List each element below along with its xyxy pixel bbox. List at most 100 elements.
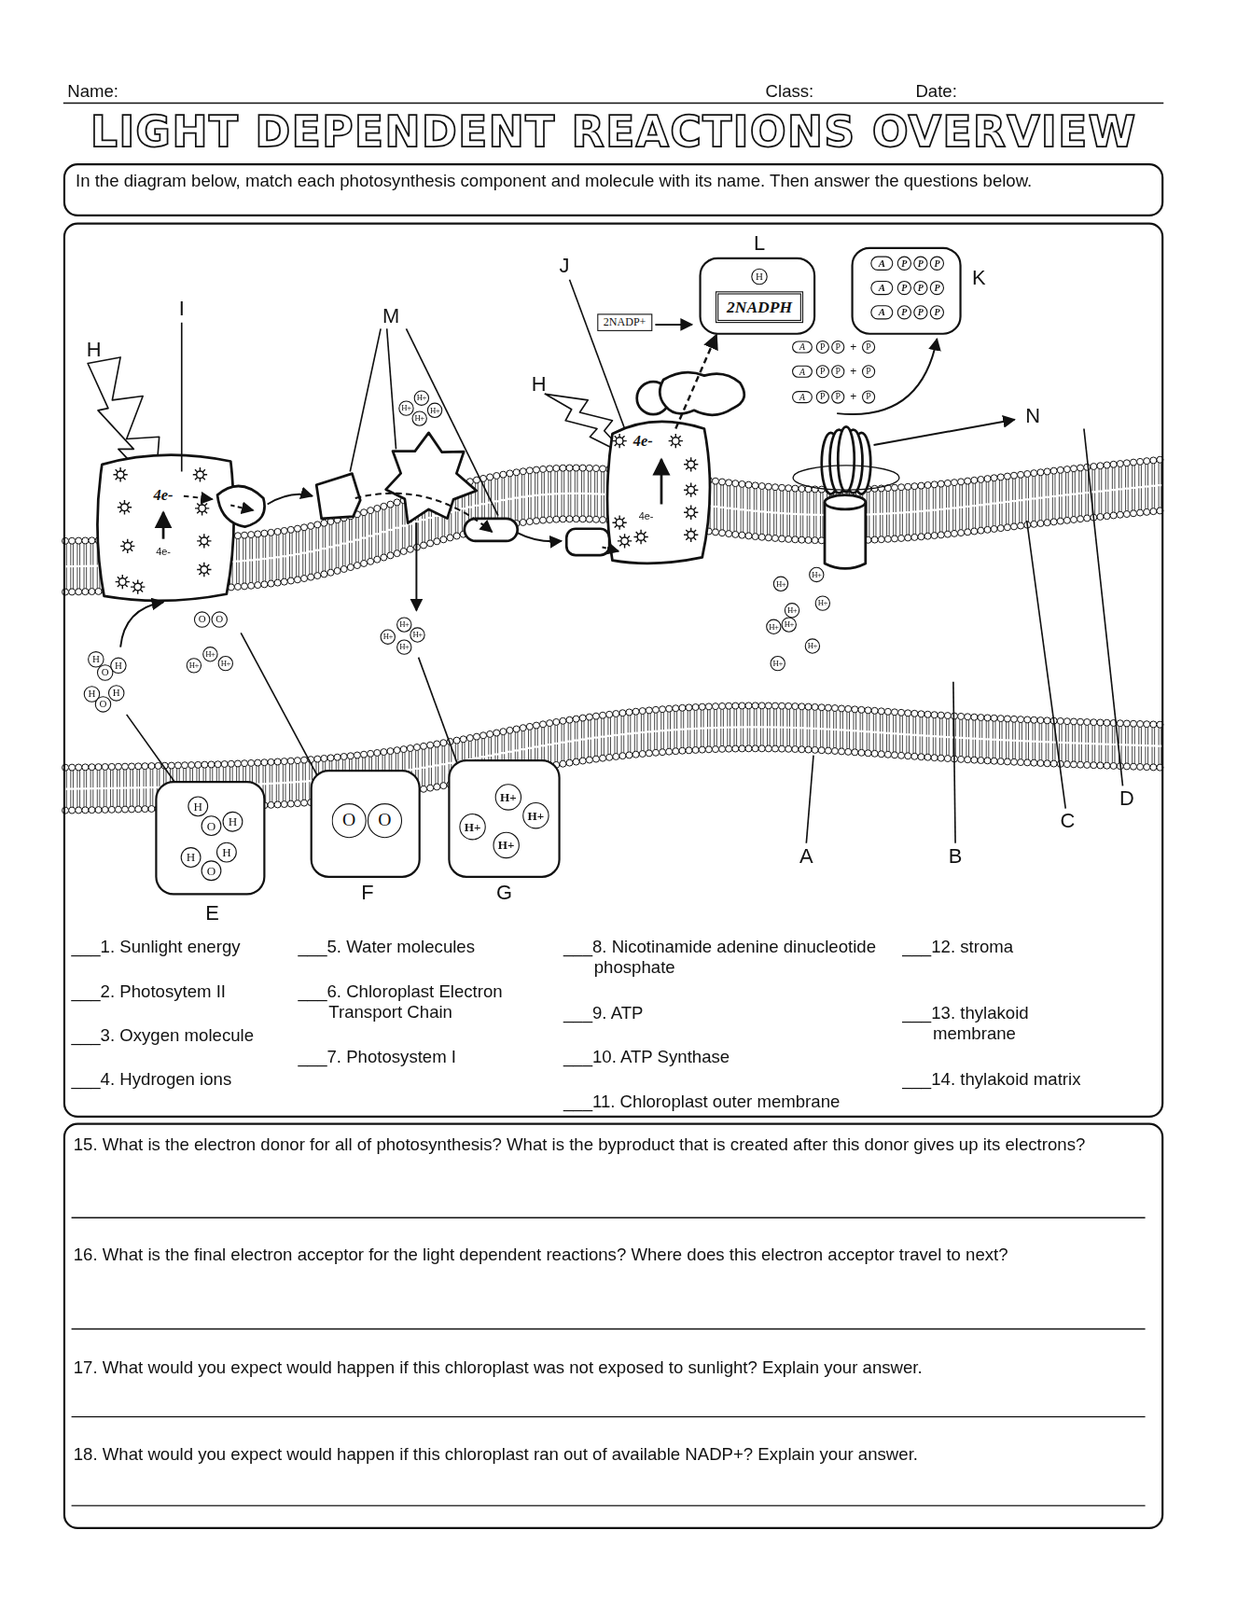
question-text: 18. What would you expect would happen i… [73, 1444, 1154, 1465]
lipid-head [248, 759, 255, 766]
lipid-head [831, 705, 838, 712]
lipid-head [764, 702, 772, 709]
leader-lines [1027, 520, 1067, 809]
match-item: ___9. ATP [563, 1003, 880, 1025]
lipid-head [1097, 762, 1104, 769]
lipid-head [69, 764, 76, 771]
lipid-head [101, 806, 109, 813]
phosphate-label: A [792, 390, 813, 404]
lipid-head [911, 533, 918, 541]
title: LIGHT DEPENDENT REACTIONS OVERVIEW [90, 107, 1138, 159]
lipid-head [254, 530, 262, 538]
lipid-head [254, 582, 262, 589]
lipid-head [645, 707, 653, 714]
lipid-head [361, 509, 368, 516]
lipid-head [1070, 761, 1077, 768]
lipid-head [274, 758, 281, 765]
hydrogen-ion: H+ [398, 400, 414, 416]
lipid-head [1063, 516, 1071, 524]
lipid-head [506, 726, 514, 734]
lipid-head [1137, 720, 1144, 727]
lipid-head [361, 559, 368, 567]
callout-letter: B [948, 843, 963, 868]
lipid-head [719, 529, 726, 537]
lipid-head [984, 526, 991, 533]
lipid-head [758, 533, 765, 541]
lipid-head [971, 528, 978, 535]
chlorophyll-center [198, 504, 207, 513]
lipid-head [261, 759, 268, 766]
lipid-head [639, 708, 646, 715]
lipid-head [406, 545, 414, 553]
phosphate-label: P [831, 340, 845, 354]
lipid-head [764, 483, 772, 490]
lipid-head [898, 484, 905, 491]
lipid-head [711, 703, 719, 710]
lipid-head [1030, 716, 1038, 723]
hydrogen-ion: H+ [458, 813, 486, 840]
lipid-head [751, 533, 759, 541]
lipid-head [1110, 762, 1117, 769]
lipid-head [1097, 513, 1104, 520]
lipid-head [890, 708, 898, 716]
lipid-head [958, 529, 965, 537]
chlorophyll-center [687, 460, 695, 469]
lipid-head [532, 466, 540, 473]
lipid-head [666, 748, 673, 755]
lipid-head [898, 751, 905, 759]
chlorophyll-center [687, 508, 695, 516]
lipid-head [274, 801, 281, 808]
chlorophyll-center [621, 537, 629, 545]
hydrogen-ion: H+ [396, 616, 412, 632]
lipid-head [301, 799, 308, 807]
lipid-head [314, 521, 321, 529]
lipid-head [964, 477, 972, 485]
header-field: Name: [67, 82, 119, 103]
lipid-head [719, 478, 726, 486]
match-item: ___14. thylakoid matrix [902, 1070, 1158, 1091]
lipid-head [1110, 512, 1117, 519]
phosphate-label: P [897, 256, 912, 271]
lipid-head [745, 532, 752, 540]
lipid-head [194, 761, 202, 768]
lipid-head [1123, 511, 1130, 518]
lipid-head [440, 536, 447, 543]
lipid-head [248, 531, 255, 539]
lipid-head [367, 557, 375, 565]
lipid-head [75, 537, 83, 544]
lipid-head [241, 583, 249, 590]
lipid-head [532, 722, 540, 729]
lipid-head [553, 718, 560, 725]
lipid-head [1003, 758, 1011, 765]
lipid-head [135, 763, 142, 770]
lipid-head [738, 702, 746, 709]
lipid-head [1090, 762, 1098, 769]
lipid-head [267, 758, 275, 765]
lipid-head [904, 534, 912, 542]
lipid-head [792, 536, 799, 543]
lipid-head [559, 717, 567, 724]
leader-lines [806, 755, 814, 844]
lipid-head [466, 734, 473, 741]
chlorophyll-center [615, 437, 624, 445]
question-text: 15. What is the electron donor for all o… [73, 1135, 1154, 1156]
lipid-head [1129, 763, 1137, 770]
lipid-head [1123, 720, 1130, 727]
lipid-head [758, 745, 765, 752]
lipid-head [367, 507, 375, 515]
match-item: ___8. Nicotinamide adenine dinucleotide … [563, 936, 880, 979]
lipid-head [1077, 515, 1085, 523]
lipid-head [380, 554, 388, 561]
lipid-head [698, 746, 706, 753]
lipid-head [188, 762, 195, 769]
lipid-head [208, 761, 215, 768]
answer-lines [71, 1217, 1146, 1219]
plastocyanin [566, 528, 610, 556]
lipid-head [984, 475, 991, 483]
lipid-head [559, 760, 567, 767]
lipid-head [453, 532, 460, 540]
lipid-head [280, 578, 288, 585]
chlorophyll-center [671, 437, 680, 445]
lipid-head [778, 484, 786, 491]
phosphate-label: P [816, 364, 830, 378]
